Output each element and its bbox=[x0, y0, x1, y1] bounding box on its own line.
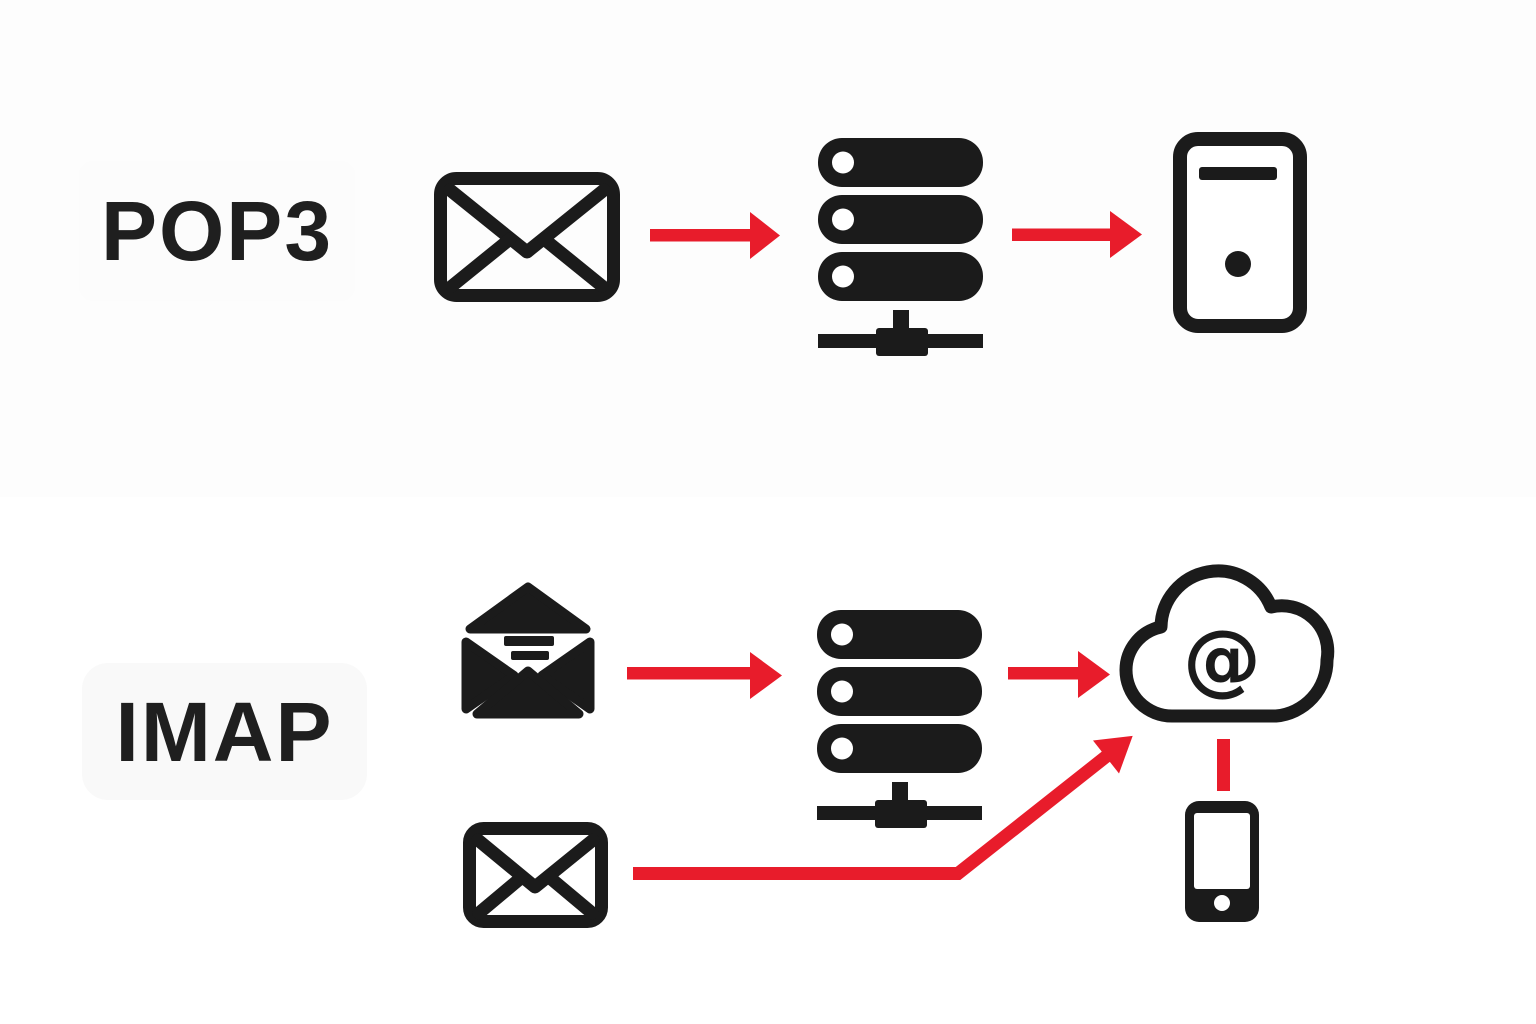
imap-label: IMAP bbox=[115, 684, 334, 779]
cloud-phone-link-segment bbox=[1217, 739, 1230, 791]
imap-arrow-right-icon-2 bbox=[1008, 651, 1110, 698]
pop3-mail-server-icon bbox=[818, 138, 983, 356]
pop3-label: POP3 bbox=[100, 184, 334, 278]
imap-closed-envelope-icon bbox=[463, 822, 608, 928]
pop3-desktop-computer-icon bbox=[1173, 132, 1307, 333]
imap-cloud-at-icon: @ bbox=[1119, 564, 1335, 723]
imap-open-envelope-icon bbox=[461, 582, 595, 719]
at-symbol: @ bbox=[1183, 615, 1261, 705]
pop3-arrow-right-icon-1 bbox=[650, 212, 780, 259]
pop3-closed-envelope-icon bbox=[434, 172, 620, 302]
pop3-label-box: POP3 bbox=[79, 161, 355, 301]
imap-arrow-right-icon-1 bbox=[627, 652, 782, 699]
imap-label-box: IMAP bbox=[82, 663, 367, 800]
imap-mail-server-icon bbox=[817, 610, 982, 828]
imap-smartphone-icon bbox=[1185, 801, 1259, 922]
pop3-arrow-right-icon-2 bbox=[1012, 211, 1142, 258]
imap-bent-arrow-icon bbox=[633, 735, 1133, 880]
